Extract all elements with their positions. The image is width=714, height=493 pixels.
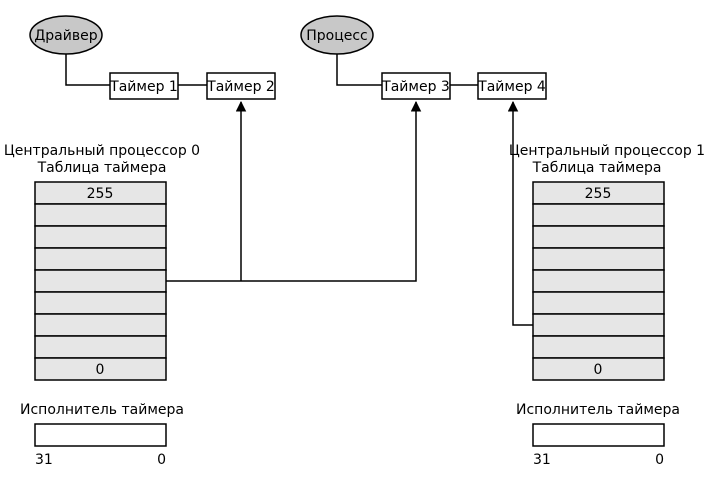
cpu0-timer-table: [34, 181, 167, 381]
timer3-box: [381, 72, 451, 100]
cpu0-executor-label: Исполнитель таймера: [20, 402, 184, 418]
cpu1-timer-table: [532, 181, 665, 381]
driver-label: Драйвер: [34, 28, 97, 44]
cpu0-register-bit-high: 31: [35, 452, 53, 468]
timer3-label: Таймер 3: [381, 79, 450, 95]
cpu1-executor-register: [532, 423, 665, 447]
cpu0-table-bottom-value: 0: [96, 362, 105, 378]
cpu0-to-timer3-line: [166, 100, 422, 282]
cpu1-table-top-value: 255: [585, 186, 612, 202]
cpu1-title: Центральный процессор 1: [509, 143, 705, 159]
cpu1-register-bit-low: 0: [655, 452, 664, 468]
process-connector: [336, 54, 382, 86]
cpu1-table-bottom-value: 0: [594, 362, 603, 378]
cpu0-executor-register: [34, 423, 167, 447]
timer2-box: [206, 72, 276, 100]
timer1-box: [109, 72, 179, 100]
cpu1-subtitle: Таблица таймера: [532, 160, 662, 176]
cpu0-subtitle: Таблица таймера: [37, 160, 167, 176]
cpu0-title: Центральный процессор 0: [4, 143, 200, 159]
cpu1-register-bit-high: 31: [533, 452, 551, 468]
driver-connector: [65, 54, 110, 86]
timer4-label: Таймер 4: [477, 79, 546, 95]
cpu1-to-timer4-line: [507, 100, 533, 326]
cpu0-register-bit-low: 0: [157, 452, 166, 468]
timer2-label: Таймер 2: [206, 79, 275, 95]
cpu0-table-top-value: 255: [87, 186, 114, 202]
cpu1-executor-label: Исполнитель таймера: [516, 402, 680, 418]
process-label: Процесс: [306, 28, 368, 44]
timer4-box: [477, 72, 547, 100]
timer1-label: Таймер 1: [109, 79, 178, 95]
